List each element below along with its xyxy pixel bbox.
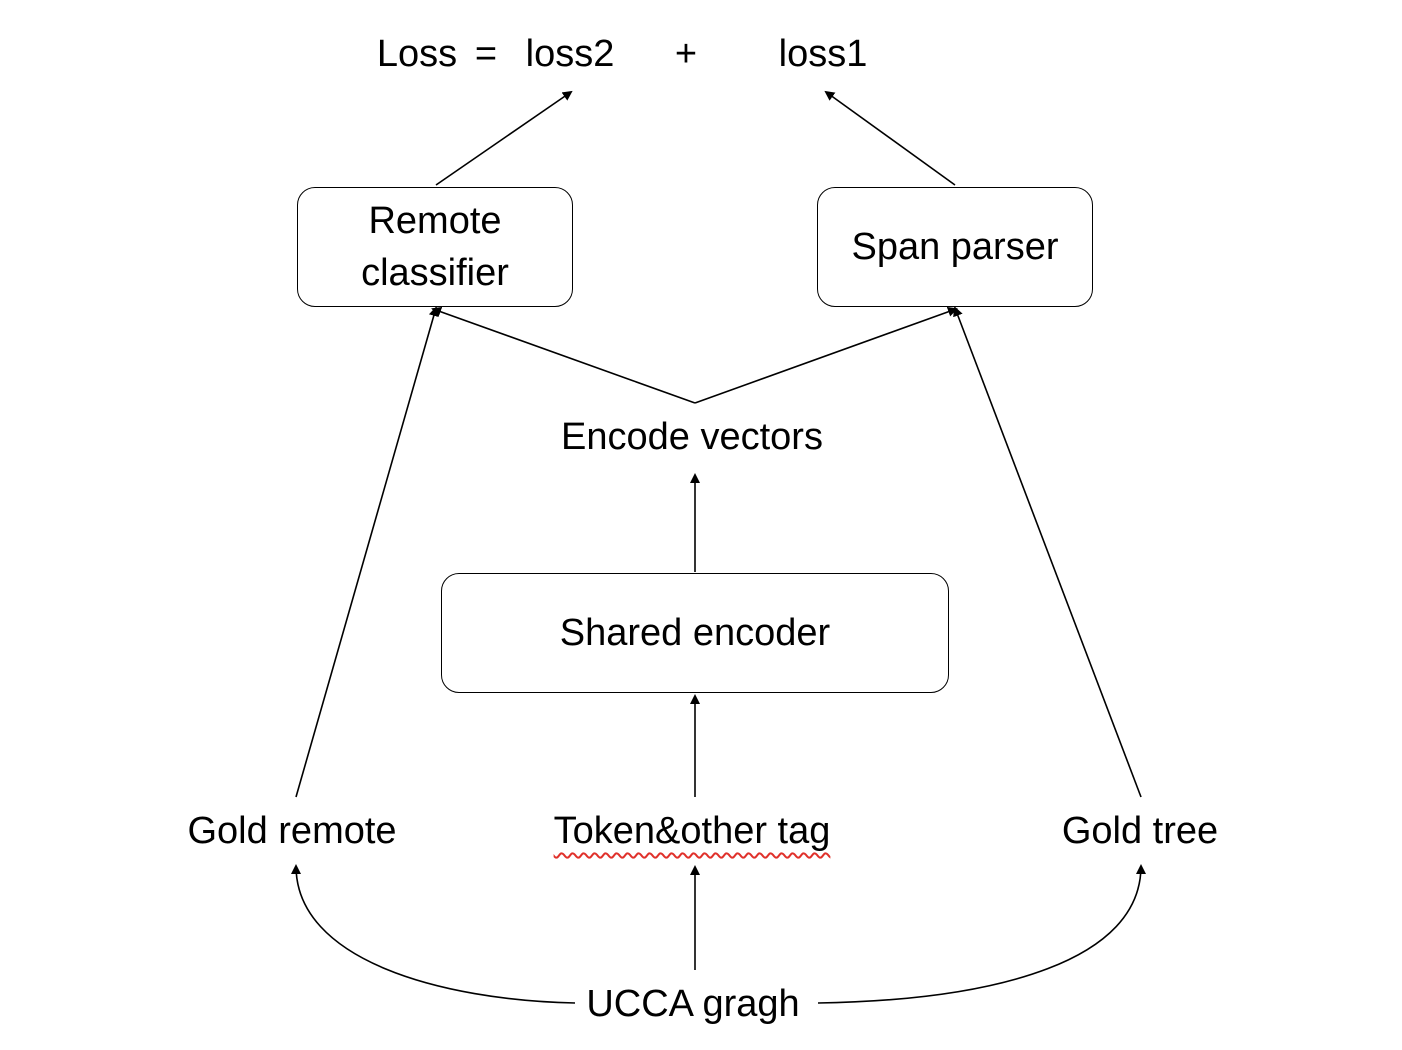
remote-classifier-box: Remote classifier bbox=[297, 187, 573, 307]
arrow-goldtree-to-span bbox=[953, 306, 1142, 798]
arrow-ucca-to-goldremote bbox=[291, 864, 576, 1004]
arrow-encode-to-remote bbox=[431, 306, 696, 404]
shared-encoder-label: Shared encoder bbox=[559, 612, 831, 654]
gold-remote-label: Gold remote bbox=[187, 810, 397, 852]
span-parser-box: Span parser bbox=[817, 187, 1093, 307]
remote-classifier-label-line2: classifier bbox=[361, 252, 509, 294]
gold-tree-label: Gold tree bbox=[1061, 810, 1219, 852]
plus-sign: + bbox=[674, 33, 698, 75]
remote-classifier-label-line1: Remote bbox=[368, 200, 502, 242]
shared-encoder-box: Shared encoder bbox=[441, 573, 949, 693]
arrow-ucca-to-goldtree bbox=[817, 864, 1146, 1004]
arrow-remote-to-loss2 bbox=[435, 90, 573, 186]
loss-label: Loss bbox=[376, 33, 458, 75]
token-other-tag-label: Token&other tag bbox=[553, 810, 831, 852]
loss2-label: loss2 bbox=[525, 33, 615, 75]
encode-vectors-label: Encode vectors bbox=[561, 416, 823, 458]
arrow-span-to-loss1 bbox=[824, 90, 956, 186]
span-parser-label: Span parser bbox=[851, 226, 1059, 268]
equals-sign: = bbox=[474, 33, 498, 75]
arrow-encode-to-span bbox=[694, 307, 958, 404]
ucca-graph-label: UCCA gragh bbox=[586, 983, 800, 1025]
loss1-label: loss1 bbox=[778, 33, 868, 75]
arrow-goldremote-to-remote bbox=[295, 306, 439, 798]
